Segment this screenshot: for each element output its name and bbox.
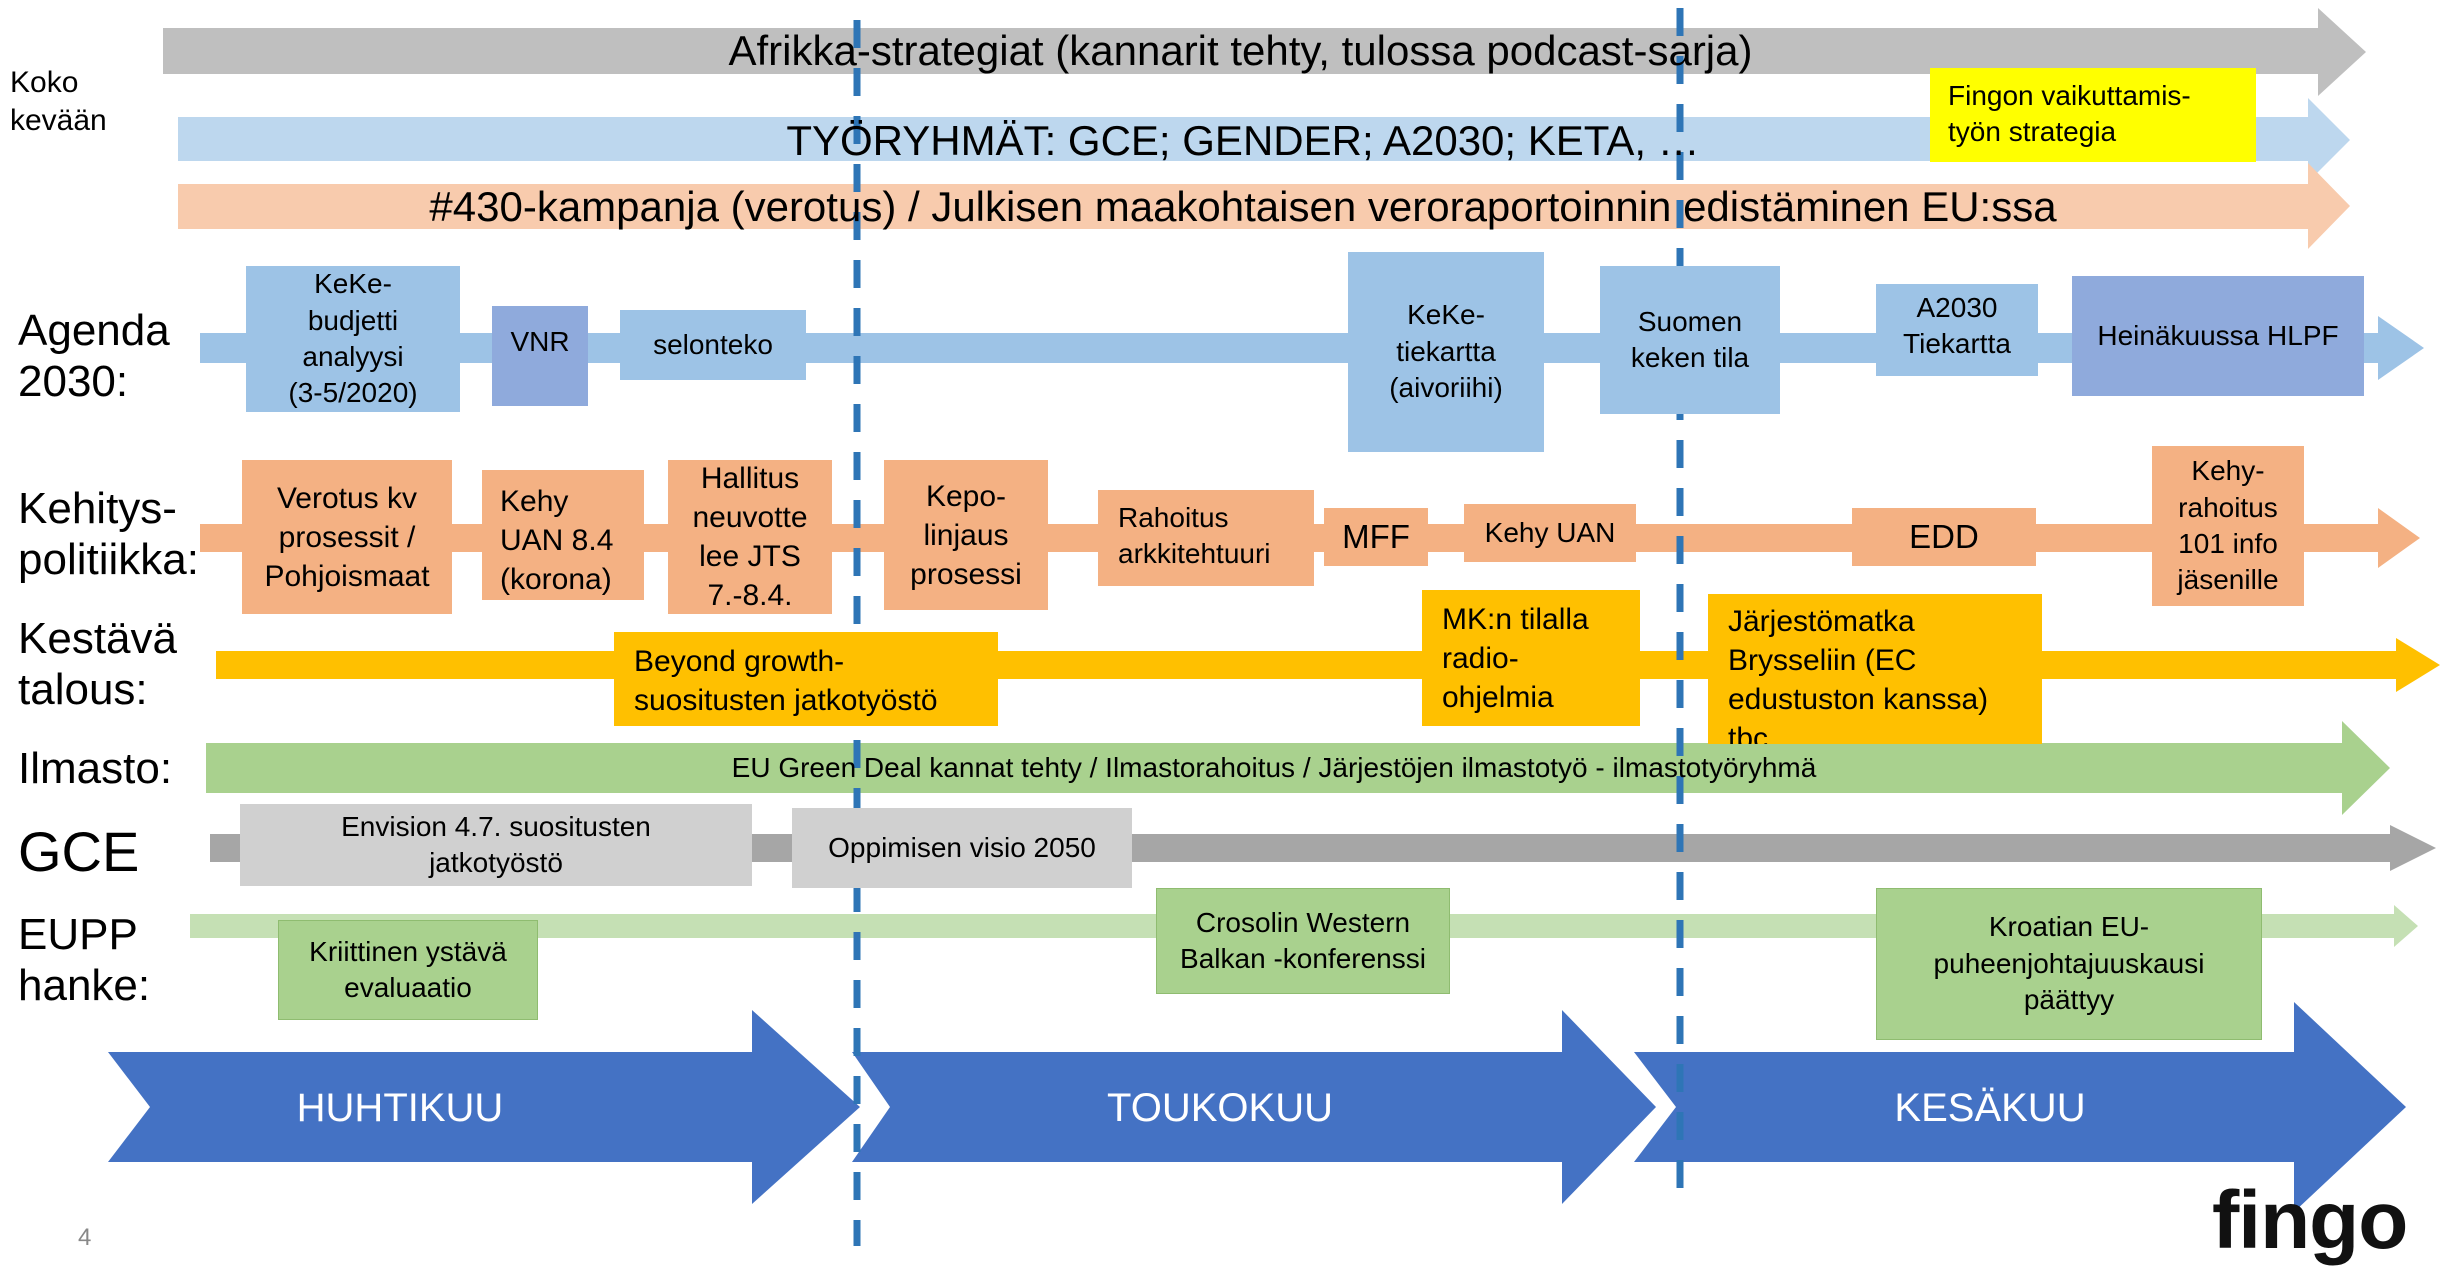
afrikka-label: Afrikka-strategiat (kannarit tehty, tulo…	[728, 27, 1753, 75]
fingon-strategia-box: Fingon vaikuttamis- työn strategia	[1930, 68, 2256, 162]
edd-box: EDD	[1852, 508, 2036, 566]
keke-tiekartta-box: KeKe- tiekartta (aivoriihi)	[1348, 252, 1544, 452]
kehy-uan-box: Kehy UAN	[1464, 504, 1636, 562]
agenda-arrow	[200, 316, 2424, 380]
rahoitus-box: Rahoitus arkkitehtuuri	[1098, 490, 1314, 586]
afrikka-arrow	[163, 8, 2366, 96]
envision-box: Envision 4.7. suositusten jatkotyöstö	[240, 804, 752, 886]
kehy-rahoitus-box: Kehy- rahoitus 101 info jäsenille	[2152, 446, 2304, 606]
tyoryhmat-arrow	[178, 98, 2350, 182]
kepo-linjaus-box: Kepo- linjaus prosessi	[884, 460, 1048, 610]
crosolin-box: Crosolin Western Balkan -konferenssi	[1156, 888, 1450, 994]
kehy-uan-84-box: Kehy UAN 8.4 (korona)	[482, 470, 644, 600]
verotus-kv-box: Verotus kv prosessit / Pohjoismaat	[242, 460, 452, 614]
row-label-agenda: Agenda 2030:	[18, 306, 170, 406]
ilmasto-arrow	[206, 721, 2390, 815]
month-label-huhtikuu: HUHTIKUU	[296, 1085, 504, 1130]
a2030-tiekartta-box: A2030 Tiekartta	[1876, 284, 2038, 376]
kesakuu-arrow	[1634, 1002, 2406, 1212]
kampanja-label: #430-kampanja (verotus) / Julkisen maako…	[429, 183, 2057, 231]
row-label-eupp: EUPP hanke:	[18, 910, 151, 1010]
kroatian-box: Kroatian EU- puheenjohtajuuskausi päätty…	[1876, 888, 2262, 1040]
gce-arrow	[210, 825, 2436, 871]
oppimisen-visio-box: Oppimisen visio 2050	[792, 808, 1132, 888]
mk-tilalla-box: MK:n tilalla radio- ohjelmia	[1422, 590, 1640, 726]
beyond-growth-box: Beyond growth- suositusten jatkotyöstö	[614, 632, 998, 726]
kriittinen-ysta-box: Kriittinen ystävä evaluaatio	[278, 920, 538, 1020]
huhtikuu-arrow	[108, 1010, 860, 1204]
vnr-box: VNR	[492, 306, 588, 406]
row-label-gce: GCE	[18, 820, 140, 883]
row-label-kehitys: Kehitys- politiikka:	[18, 484, 199, 584]
fingo-logo: fingo	[2212, 1175, 2408, 1266]
tyoryhmat-label: TYÖRYHMÄT: GCE; GENDER; A2030; KETA, …	[786, 117, 1700, 165]
jarjestomatka-box: Järjestömatka Brysseliin (EC edustuston …	[1708, 594, 2042, 744]
month-label-toukokuu: TOUKOKUU	[1107, 1085, 1333, 1130]
kampanja-arrow	[178, 163, 2350, 249]
toukokuu-arrow	[852, 1010, 1656, 1204]
ilmasto-label: EU Green Deal kannat tehty / Ilmastoraho…	[731, 751, 1817, 783]
heinakuussa-hlpf-box: Heinäkuussa HLPF	[2072, 276, 2364, 396]
row-label-kestava: Kestävä talous:	[18, 614, 177, 714]
selonteko-box: selonteko	[620, 310, 806, 380]
keke-budjetti-box: KeKe- budjetti analyysi (3-5/2020)	[246, 266, 460, 412]
hallitus-box: Hallitus neuvotte lee JTS 7.-8.4.	[668, 460, 832, 614]
row-label-ilmasto: Ilmasto:	[18, 744, 173, 793]
row-label-koko-kevaan: Koko kevään	[10, 66, 107, 137]
mff-box: MFF	[1324, 508, 1428, 566]
suomen-keken-tila-box: Suomen keken tila	[1600, 266, 1780, 414]
page-number: 4	[78, 1224, 92, 1251]
month-label-kesakuu: KESÄKUU	[1894, 1085, 2086, 1130]
kestava-arrow	[216, 638, 2440, 692]
